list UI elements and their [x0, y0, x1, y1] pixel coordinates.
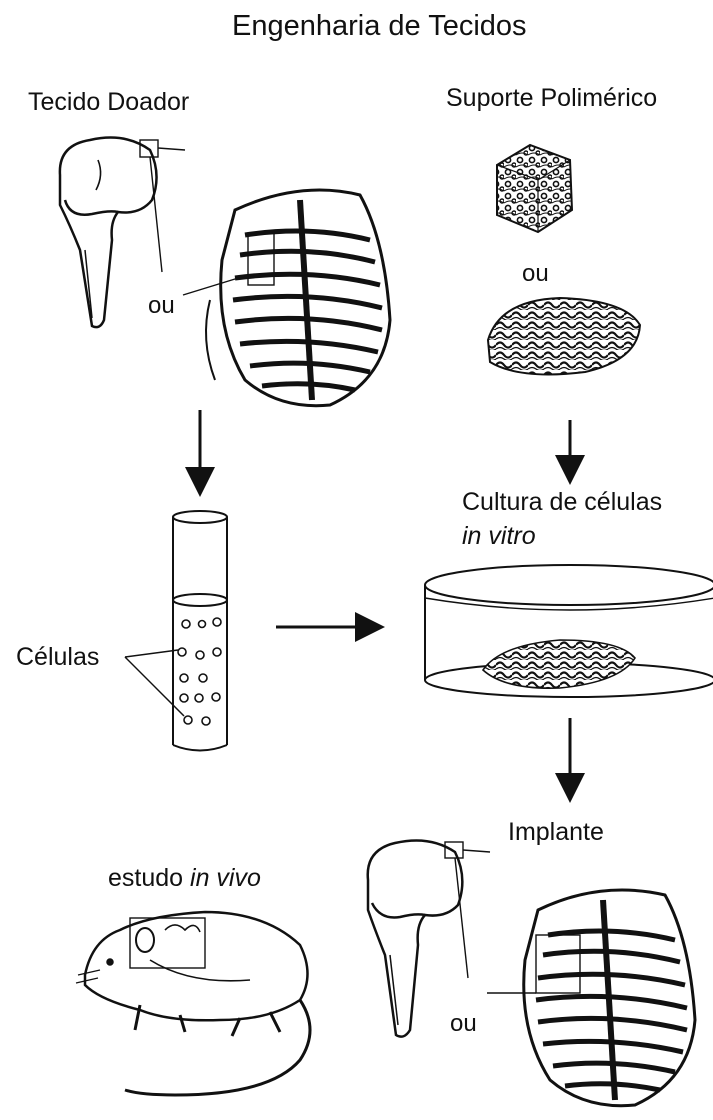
porous-scaffold-illustration: [497, 145, 572, 232]
label-in-vivo: in vivo: [190, 864, 261, 892]
implant-bone-illustration: [368, 840, 490, 1036]
label-cultura-celulas: Cultura de células: [462, 490, 662, 515]
diagram-title: Engenharia de Tecidos: [232, 12, 527, 41]
label-ou-scaffold: ou: [522, 262, 549, 286]
test-tube-illustration: [173, 511, 227, 751]
cells-pointer-lines: [125, 650, 184, 716]
label-tecido-doador: Tecido Doador: [28, 90, 189, 115]
donor-ribcage-illustration: [183, 190, 390, 406]
label-ou-implant: ou: [450, 1012, 477, 1036]
label-in-vitro: in vitro: [462, 524, 536, 549]
implant-ribcage-illustration: [487, 890, 695, 1106]
rat-illustration: [76, 912, 310, 1095]
fibrous-scaffold-illustration: [488, 298, 640, 374]
label-implante: Implante: [508, 820, 604, 845]
label-estudo: estudo: [108, 864, 183, 892]
label-celulas: Células: [16, 645, 99, 670]
label-ou-donor: ou: [148, 294, 175, 318]
petri-dish-illustration: [425, 565, 713, 697]
label-suporte-polimerico: Suporte Polimérico: [446, 86, 657, 111]
label-estudo-in-vivo: estudo in vivo: [108, 866, 261, 891]
